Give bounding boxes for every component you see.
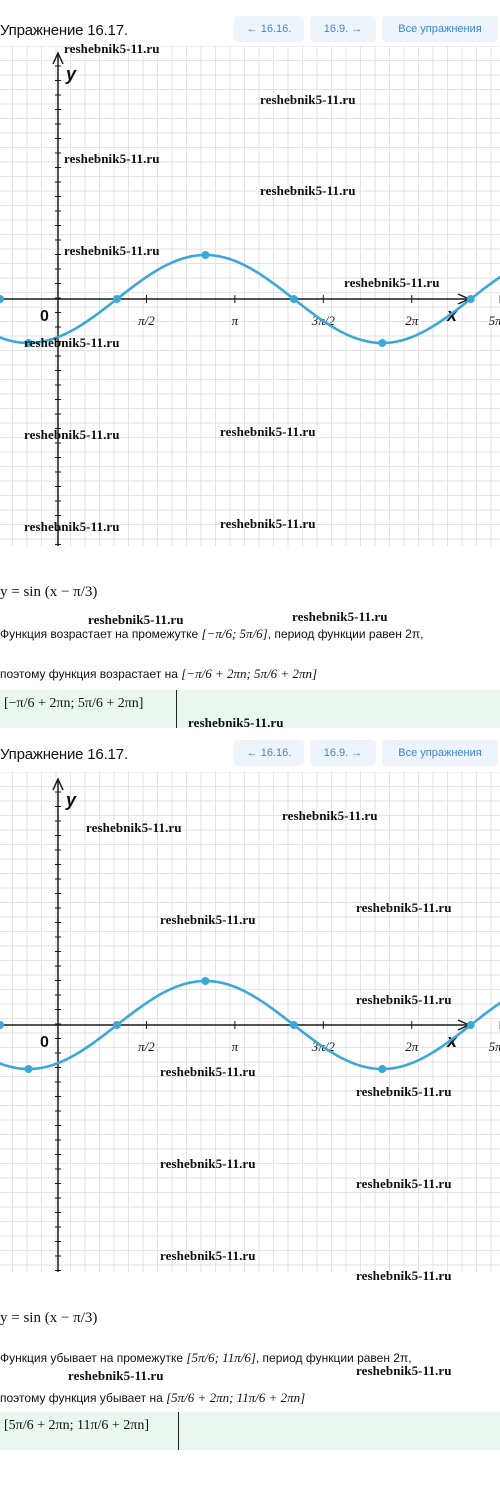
curve-point xyxy=(466,295,475,303)
explanation-line-2: поэтому функция возрастает на [−π/6 + 2π… xyxy=(0,666,317,682)
answer-box: [−π/6 + 2πn; 5π/6 + 2πn] xyxy=(0,690,500,728)
watermark: reshebnik5-11.ru xyxy=(260,183,356,198)
curve-point xyxy=(289,1021,298,1029)
y-axis-arrow xyxy=(52,51,64,65)
watermark: reshebnik5-11.ru xyxy=(24,519,120,534)
watermark: reshebnik5-11.ru xyxy=(160,1248,256,1263)
watermark: reshebnik5-11.ru xyxy=(188,715,284,730)
x-tick-label: 5π/2 xyxy=(489,313,500,328)
watermark: reshebnik5-11.ru xyxy=(160,912,256,927)
sine-curve xyxy=(0,979,500,1071)
line1-suffix: , период функции равен 2π, xyxy=(267,627,424,641)
explanation-line-2: поэтому функция убывает на [5π/6 + 2πn; … xyxy=(0,1390,305,1406)
next-exercise-button[interactable]: 16.9. → xyxy=(310,16,376,42)
function-formula: y = sin (x − π/3) xyxy=(0,584,98,600)
watermark: reshebnik5-11.ru xyxy=(64,151,160,166)
y-axis-label: y xyxy=(65,64,77,84)
curve-point xyxy=(0,295,4,303)
curve-point xyxy=(24,339,33,347)
all-exercises-button[interactable]: Все упражнения xyxy=(382,740,498,766)
x-tick-label: 5π/2 xyxy=(489,1039,500,1054)
line1-prefix: Функция убывает на промежутке xyxy=(0,1351,184,1365)
watermark: reshebnik5-11.ru xyxy=(68,1368,164,1383)
exercise-header: Упражнение 16.17. ← 16.16. 16.9. → Все у… xyxy=(0,740,500,770)
line1-prefix: Функция возрастает на промежутке xyxy=(0,627,199,641)
watermark: reshebnik5-11.ru xyxy=(356,1176,452,1191)
explanation-line-1: Функция убывает на промежутке [5π/6; 11π… xyxy=(0,1350,412,1366)
curve-point xyxy=(289,295,298,303)
exercise-title: Упражнение 16.17. xyxy=(0,746,128,763)
explanation-line-1: Функция возрастает на промежутке [−π/6; … xyxy=(0,626,423,642)
curve-point xyxy=(24,1065,33,1073)
x-tick-label: π xyxy=(232,313,239,328)
line1-interval: [−π/6; 5π/6] xyxy=(201,626,268,641)
curve-point xyxy=(112,295,121,303)
curve-point xyxy=(466,1021,475,1029)
line2-interval: [−π/6 + 2πn; 5π/6 + 2πn] xyxy=(181,666,318,681)
watermark: reshebnik5-11.ru xyxy=(356,1363,452,1378)
x-tick-label: π/2 xyxy=(138,313,155,328)
line2-prefix: поэтому функция возрастает на xyxy=(0,667,178,681)
watermark: reshebnik5-11.ru xyxy=(356,900,452,915)
y-axis-label: y xyxy=(65,790,77,810)
line1-interval: [5π/6; 11π/6] xyxy=(186,1350,256,1365)
curve-point xyxy=(201,977,210,985)
curve-point xyxy=(0,1021,4,1029)
watermark: reshebnik5-11.ru xyxy=(64,41,160,56)
curve-point xyxy=(201,251,210,259)
watermark: reshebnik5-11.ru xyxy=(160,1064,256,1079)
prev-exercise-button[interactable]: ← 16.16. xyxy=(234,740,304,766)
watermark: reshebnik5-11.ru xyxy=(260,92,356,107)
answer-box: [5π/6 + 2πn; 11π/6 + 2πn] xyxy=(0,1412,500,1450)
origin-label: 0 xyxy=(40,1034,49,1051)
watermark: reshebnik5-11.ru xyxy=(356,992,452,1007)
answer-box-border xyxy=(176,690,177,728)
exercise-title: Упражнение 16.17. xyxy=(0,22,128,39)
watermark: reshebnik5-11.ru xyxy=(220,516,316,531)
grid xyxy=(0,772,500,1272)
watermark: reshebnik5-11.ru xyxy=(356,1084,452,1099)
curve-point xyxy=(112,1021,121,1029)
watermark: reshebnik5-11.ru xyxy=(24,335,120,350)
exercise-section-increasing: Упражнение 16.17. ← 16.16. 16.9. → Все у… xyxy=(0,0,500,728)
line1-suffix: , период функции равен 2π, xyxy=(255,1351,412,1365)
sine-curve xyxy=(0,253,500,345)
prev-exercise-button[interactable]: ← 16.16. xyxy=(234,16,304,42)
answer-box-border xyxy=(178,1412,179,1450)
next-exercise-button[interactable]: 16.9. → xyxy=(310,740,376,766)
answer-interval: [−π/6 + 2πn; 5π/6 + 2πn] xyxy=(4,696,144,711)
watermark: reshebnik5-11.ru xyxy=(356,1268,452,1283)
watermark: reshebnik5-11.ru xyxy=(220,424,316,439)
x-tick-label: π/2 xyxy=(138,1039,155,1054)
grid xyxy=(0,46,500,546)
x-tick-label: 2π xyxy=(405,313,419,328)
function-formula: y = sin (x − π/3) xyxy=(0,1310,98,1326)
watermark: reshebnik5-11.ru xyxy=(292,609,388,624)
x-tick-label: π xyxy=(232,1039,239,1054)
watermark: reshebnik5-11.ru xyxy=(86,820,182,835)
answer-interval: [5π/6 + 2πn; 11π/6 + 2πn] xyxy=(4,1418,150,1433)
watermark: reshebnik5-11.ru xyxy=(282,808,378,823)
watermark: reshebnik5-11.ru xyxy=(88,612,184,627)
y-axis-arrow xyxy=(52,777,64,791)
exercise-section-decreasing: Упражнение 16.17. ← 16.16. 16.9. → Все у… xyxy=(0,728,500,1485)
watermark: reshebnik5-11.ru xyxy=(160,1156,256,1171)
curve-point xyxy=(378,1065,387,1073)
watermark: reshebnik5-11.ru xyxy=(344,275,440,290)
all-exercises-button[interactable]: Все упражнения xyxy=(382,16,498,42)
line2-interval: [5π/6 + 2πn; 11π/6 + 2πn] xyxy=(166,1390,306,1405)
watermark: reshebnik5-11.ru xyxy=(24,427,120,442)
watermark: reshebnik5-11.ru xyxy=(64,243,160,258)
curve-point xyxy=(378,339,387,347)
origin-label: 0 xyxy=(40,308,49,325)
line2-prefix: поэтому функция убывает на xyxy=(0,1391,163,1405)
x-tick-label: 2π xyxy=(405,1039,419,1054)
exercise-header: Упражнение 16.17. ← 16.16. 16.9. → Все у… xyxy=(0,16,500,46)
